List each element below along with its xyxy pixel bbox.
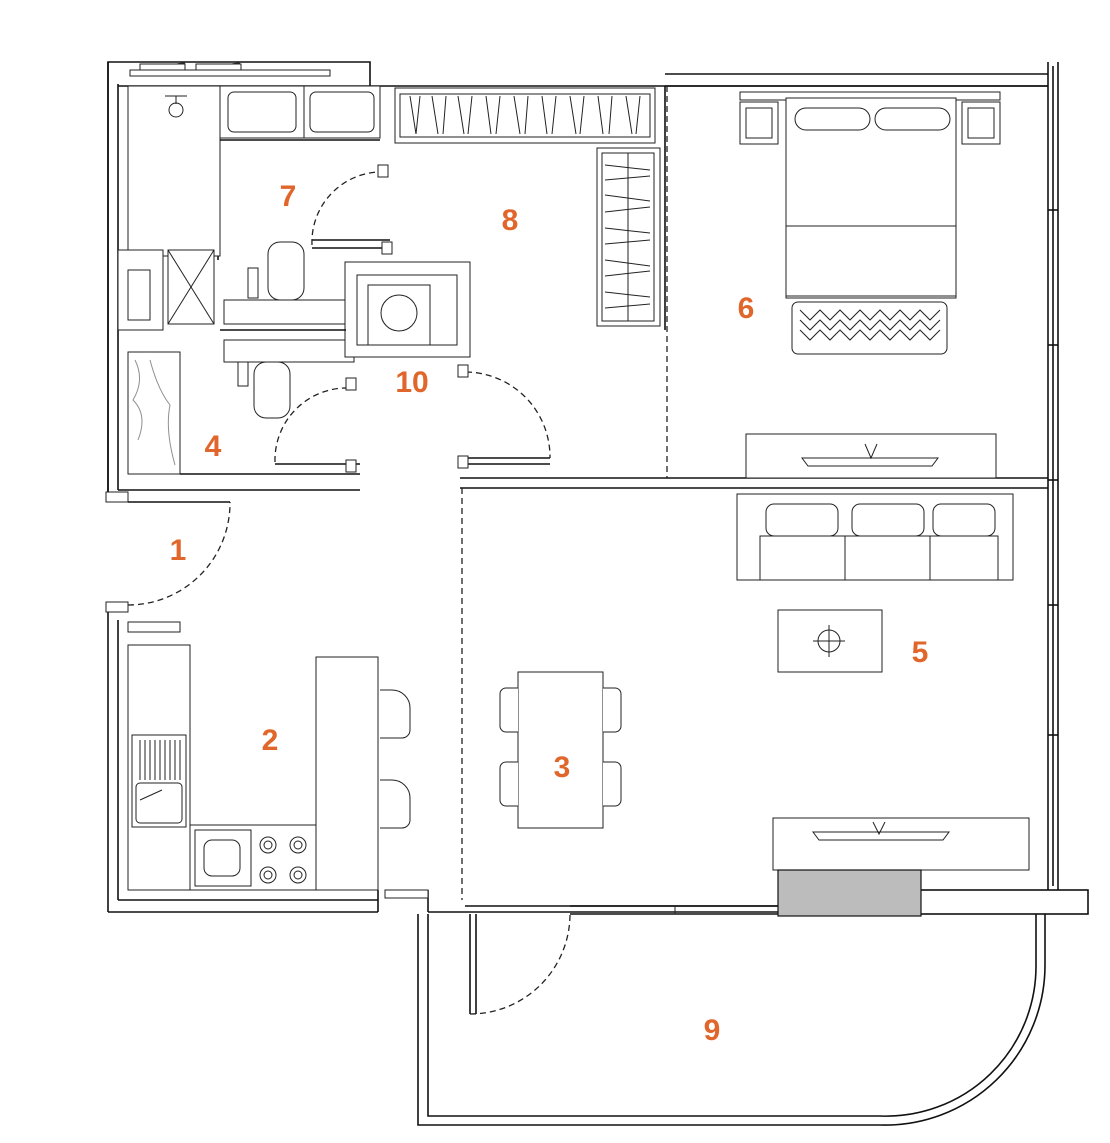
room-label-4: 4 xyxy=(205,430,222,463)
room-label-5: 5 xyxy=(912,636,929,669)
kitchen-furniture xyxy=(127,644,411,891)
living-furniture xyxy=(736,493,1030,917)
top-windows xyxy=(127,62,429,899)
bathroom-fixtures xyxy=(117,85,471,475)
doors xyxy=(127,164,780,1015)
wardrobes xyxy=(394,87,661,327)
room-labels: 1 2 3 4 5 6 7 8 9 10 xyxy=(170,180,929,1047)
bedroom-furniture xyxy=(739,91,1001,479)
room-label-9: 9 xyxy=(704,1014,721,1047)
room-label-1: 1 xyxy=(170,534,187,567)
balcony xyxy=(417,914,1046,1126)
outer-walls xyxy=(107,61,1089,915)
right-windows xyxy=(1048,66,1058,886)
room-label-10: 10 xyxy=(395,366,428,399)
room-label-8: 8 xyxy=(502,204,519,237)
room-label-7: 7 xyxy=(280,180,297,213)
dining-furniture xyxy=(499,671,622,829)
room-label-2: 2 xyxy=(262,724,279,757)
room-label-6: 6 xyxy=(738,292,755,325)
room-label-3: 3 xyxy=(554,751,571,784)
